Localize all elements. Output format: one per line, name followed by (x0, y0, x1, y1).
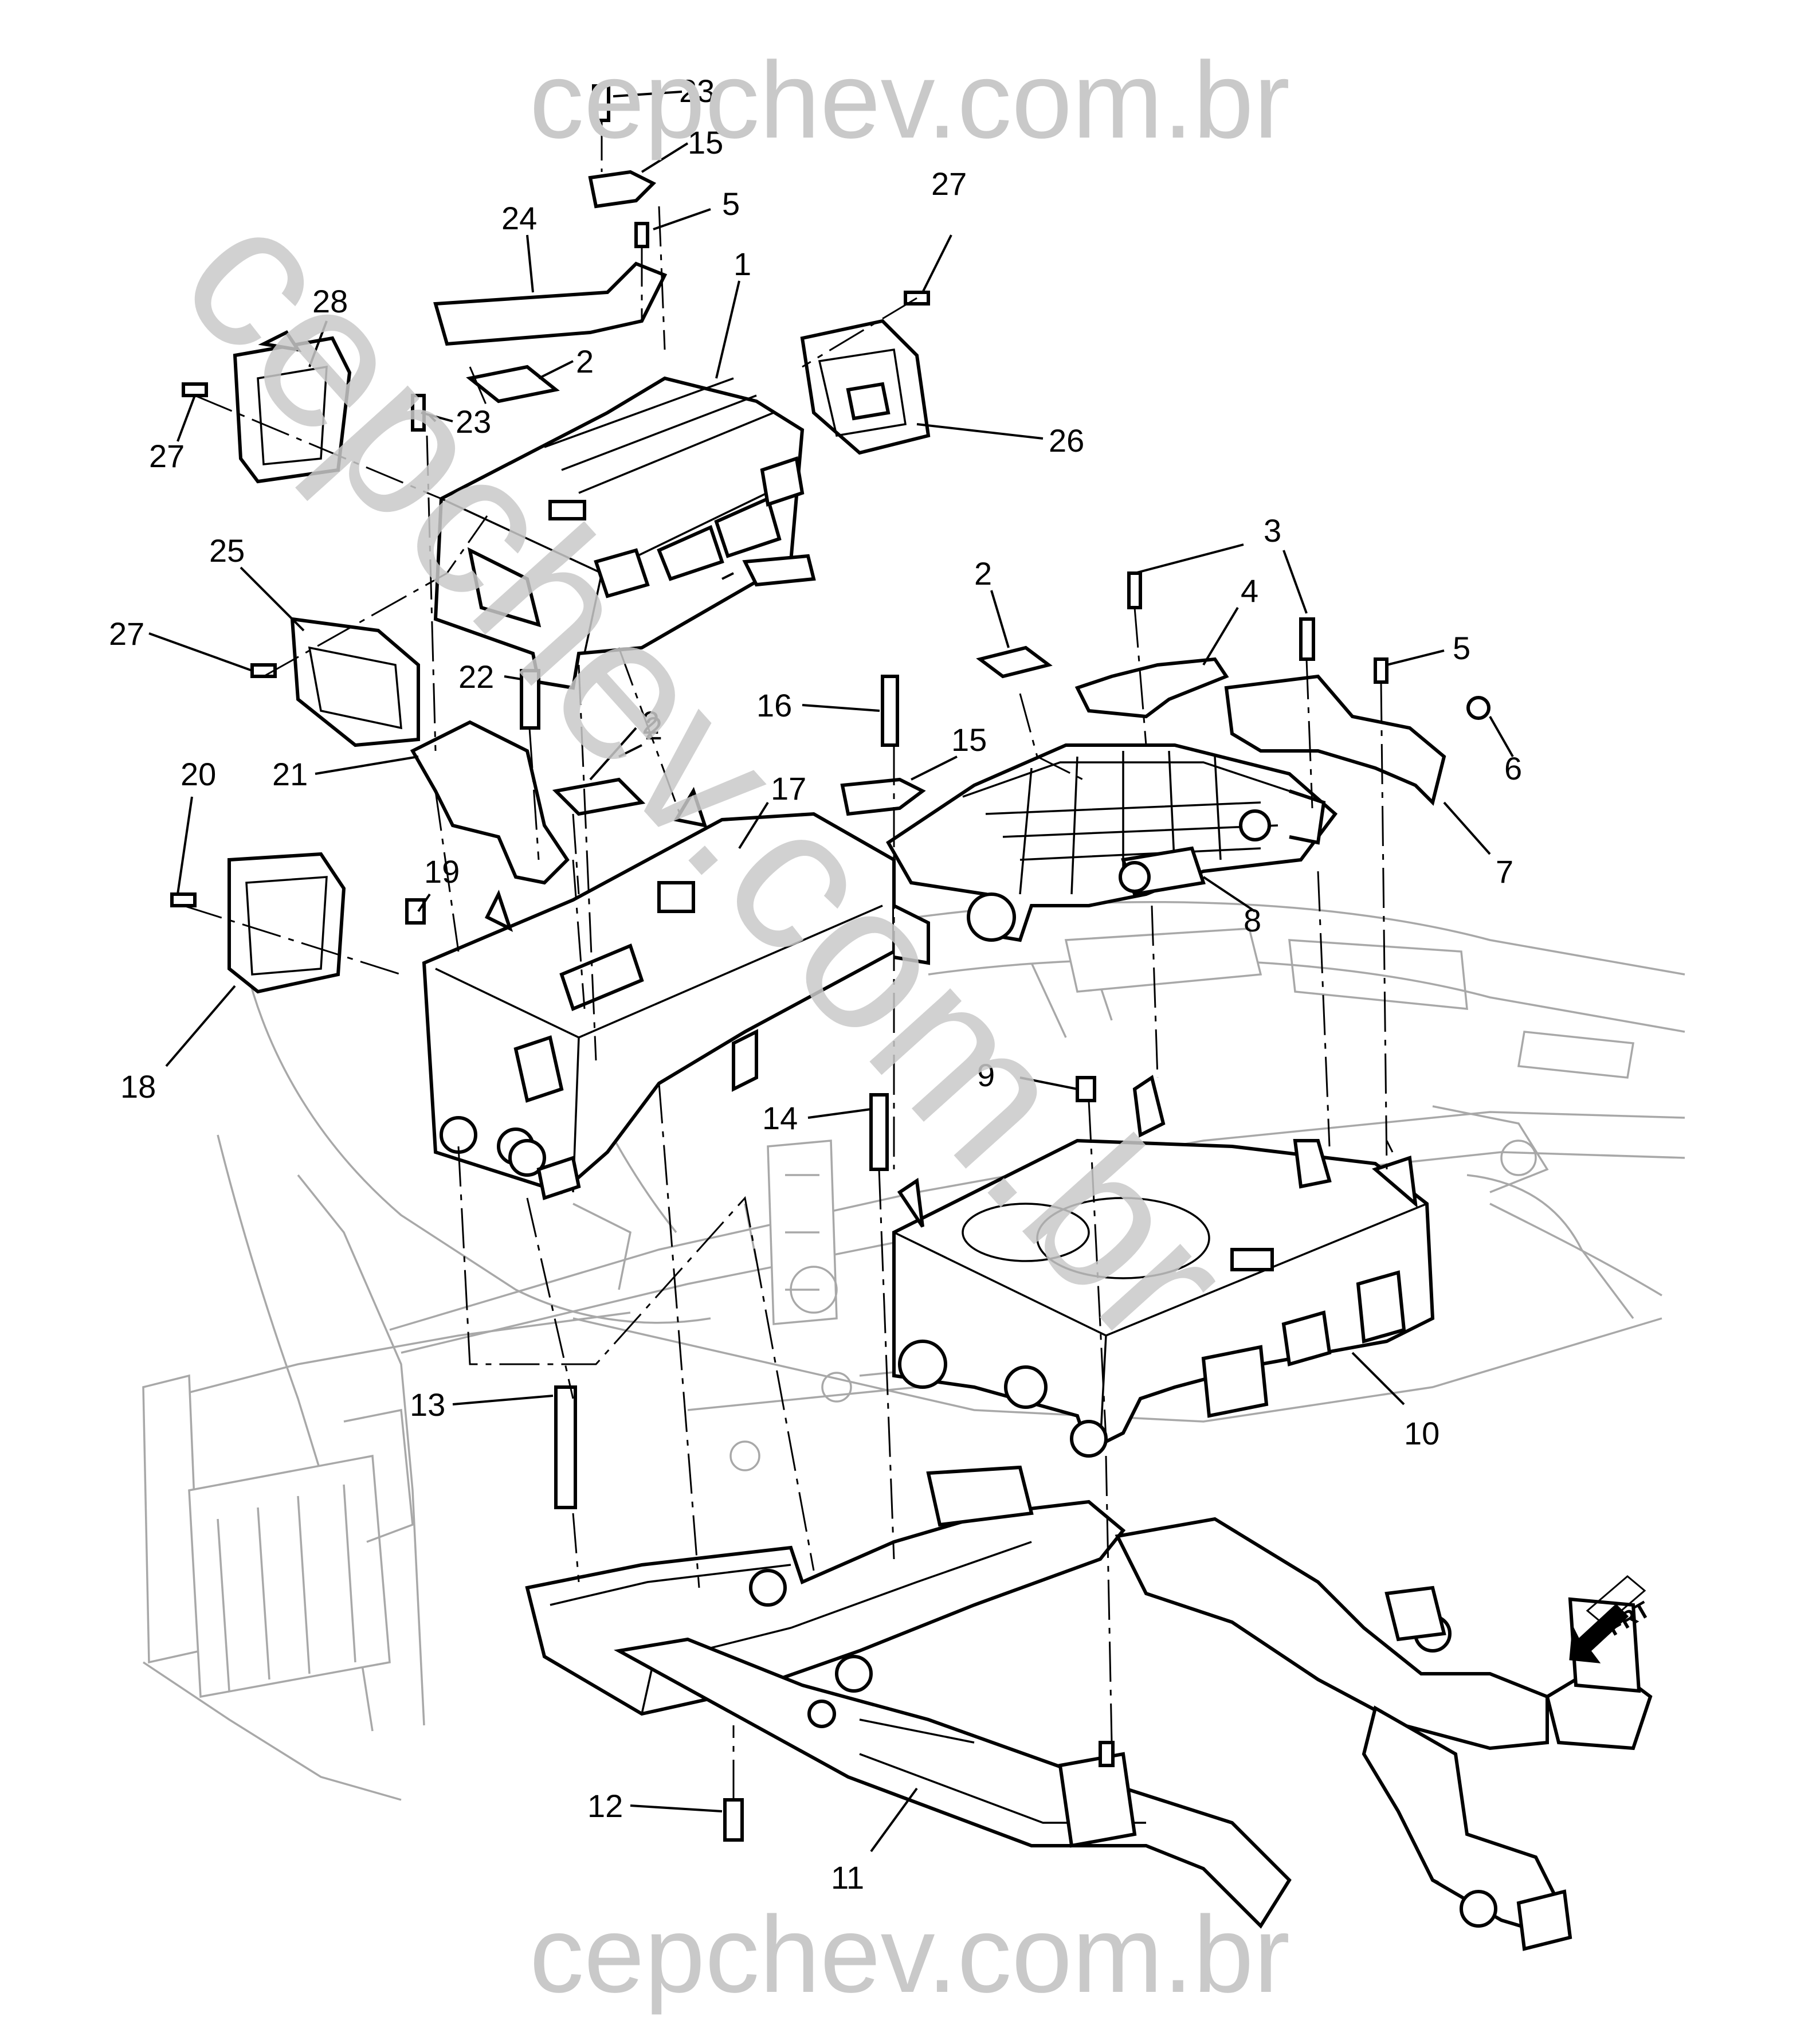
connector-cover-26 (800, 319, 931, 455)
callout-16: 16 (756, 687, 792, 723)
callout-6: 6 (1504, 750, 1522, 786)
callout-12: 12 (587, 1788, 623, 1824)
callout-15-top: 15 (688, 124, 723, 160)
connector-cover-25 (290, 617, 420, 747)
callout-9: 9 (977, 1057, 995, 1093)
callout-2-right: 2 (974, 555, 992, 592)
callout-2-lower: 2 (645, 710, 662, 746)
callout-27-top-right: 27 (931, 166, 967, 202)
subframe-assembly (525, 1465, 1653, 1951)
callout-1: 1 (734, 246, 751, 282)
leader-lines (148, 91, 1514, 1853)
callout-26: 26 (1049, 422, 1084, 459)
callout-25: 25 (209, 533, 245, 569)
callout-23-top: 23 (679, 73, 715, 109)
callout-13: 13 (410, 1387, 445, 1423)
label-sheets (466, 365, 1053, 816)
callout-2-mid: 2 (642, 704, 660, 741)
lower-right-module-10 (892, 1075, 1435, 1458)
bracket-15-lower (840, 777, 926, 816)
callout-21: 21 (272, 756, 308, 792)
callout-19: 19 (424, 853, 460, 890)
bracket-7 (1224, 674, 1446, 806)
callout-20: 20 (181, 756, 216, 792)
callout-4: 4 (1241, 573, 1258, 609)
callout-11: 11 (831, 1859, 864, 1896)
watermark-bottom: cepchev.com.br (529, 1894, 1290, 2015)
upper-module-1 (433, 376, 816, 690)
callout-23-mid: 23 (456, 404, 491, 440)
callout-27-left-top: 27 (149, 438, 185, 474)
callout-17: 17 (771, 770, 806, 806)
connector-cover-28 (233, 330, 352, 484)
callout-18: 18 (120, 1068, 156, 1105)
callout-10: 10 (1404, 1415, 1439, 1451)
callout-labels: 23 15 5 24 1 27 28 2 23 27 26 25 27 22 2… (109, 73, 1522, 1896)
alignment-lines (183, 120, 1394, 1800)
callout-2-top: 2 (576, 343, 594, 379)
bracket-4 (1074, 657, 1229, 719)
middle-module-17 (422, 786, 930, 1200)
upper-right-module-8 (886, 743, 1338, 942)
bracket-21 (410, 720, 570, 885)
bracket-15-upper (588, 170, 657, 209)
callout-7: 7 (1496, 853, 1513, 890)
vehicle-body-background (142, 900, 1685, 1801)
connector-cover-18 (227, 852, 346, 994)
callout-27-left-mid: 27 (109, 616, 144, 652)
callout-14: 14 (762, 1100, 798, 1136)
callout-24: 24 (501, 200, 537, 236)
callout-5-right: 5 (1453, 630, 1470, 666)
watermark-top: cepchev.com.br (529, 40, 1290, 161)
callout-5-top: 5 (722, 186, 740, 222)
bracket-24 (433, 261, 668, 346)
callout-8: 8 (1244, 902, 1261, 938)
callout-3: 3 (1264, 512, 1281, 549)
callout-15-mid: 15 (951, 722, 987, 758)
callout-28: 28 (312, 283, 348, 319)
callout-22: 22 (458, 659, 494, 695)
